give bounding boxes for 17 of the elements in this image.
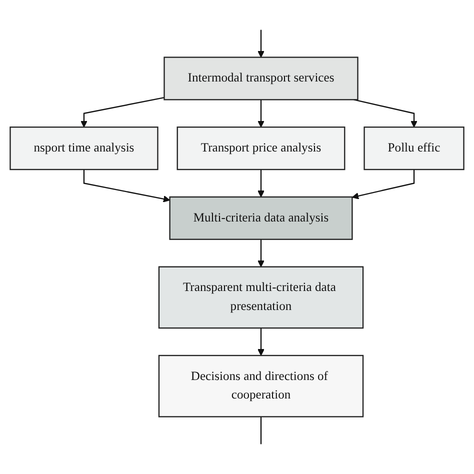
node-box: Transparent multi-criteria data presentation [158, 266, 364, 329]
arrow [258, 239, 264, 268]
node-box: Pollu effic [364, 126, 464, 170]
arrow [258, 328, 264, 356]
arrow [80, 96, 164, 128]
node-box: Decisions and directions of cooperation [158, 354, 364, 418]
node-box: Transport price analysis [176, 126, 346, 170]
node-box: nsport time analysis [10, 126, 158, 170]
arrow [258, 170, 264, 198]
connector [260, 416, 262, 444]
arrow [354, 99, 418, 128]
node-box: Multi-criteria data analysis [169, 196, 353, 240]
arrow [258, 30, 264, 58]
arrow [258, 100, 264, 128]
node-box: Intermodal transport services [164, 56, 358, 100]
arrow [352, 170, 415, 200]
arrow [83, 170, 170, 202]
